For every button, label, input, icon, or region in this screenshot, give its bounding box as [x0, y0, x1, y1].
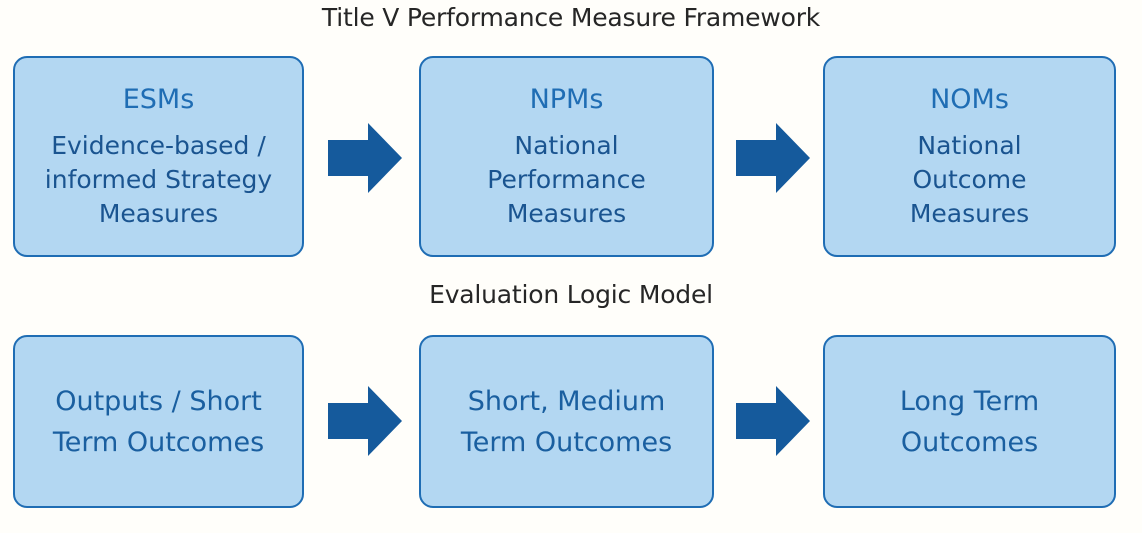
node-npms[interactable]: NPMs National Performance Measures — [419, 56, 714, 257]
right-block-arrow-icon-medium-to-long — [736, 386, 810, 456]
node-npms-body: National Performance Measures — [487, 130, 646, 228]
node-long-term[interactable]: Long Term Outcomes — [823, 335, 1116, 508]
right-block-arrow-icon-esms-to-npms — [328, 123, 402, 193]
logic-model-section-title: Evaluation Logic Model — [429, 280, 713, 309]
node-esms[interactable]: ESMs Evidence-based / informed Strategy … — [13, 56, 304, 257]
right-block-arrow-icon-outputs-to-medium — [328, 386, 402, 456]
node-noms-body: National Outcome Measures — [909, 130, 1030, 228]
node-outputs-short-term[interactable]: Outputs / Short Term Outcomes — [13, 335, 304, 508]
node-long-term-body: Long Term Outcomes — [899, 385, 1040, 458]
node-short-medium-term[interactable]: Short, Medium Term Outcomes — [419, 335, 714, 508]
node-esms-body: Evidence-based / informed Strategy Measu… — [44, 130, 273, 228]
node-outputs-short-term-body: Outputs / Short Term Outcomes — [52, 385, 265, 458]
framework-section-title: Title V Performance Measure Framework — [321, 3, 821, 32]
node-npms-heading: NPMs — [529, 83, 604, 115]
node-noms[interactable]: NOMs National Outcome Measures — [823, 56, 1116, 257]
node-noms-heading: NOMs — [930, 83, 1009, 115]
node-esms-heading: ESMs — [122, 83, 195, 115]
right-block-arrow-icon-npms-to-noms — [736, 123, 810, 193]
node-short-medium-term-body: Short, Medium Term Outcomes — [460, 385, 673, 458]
